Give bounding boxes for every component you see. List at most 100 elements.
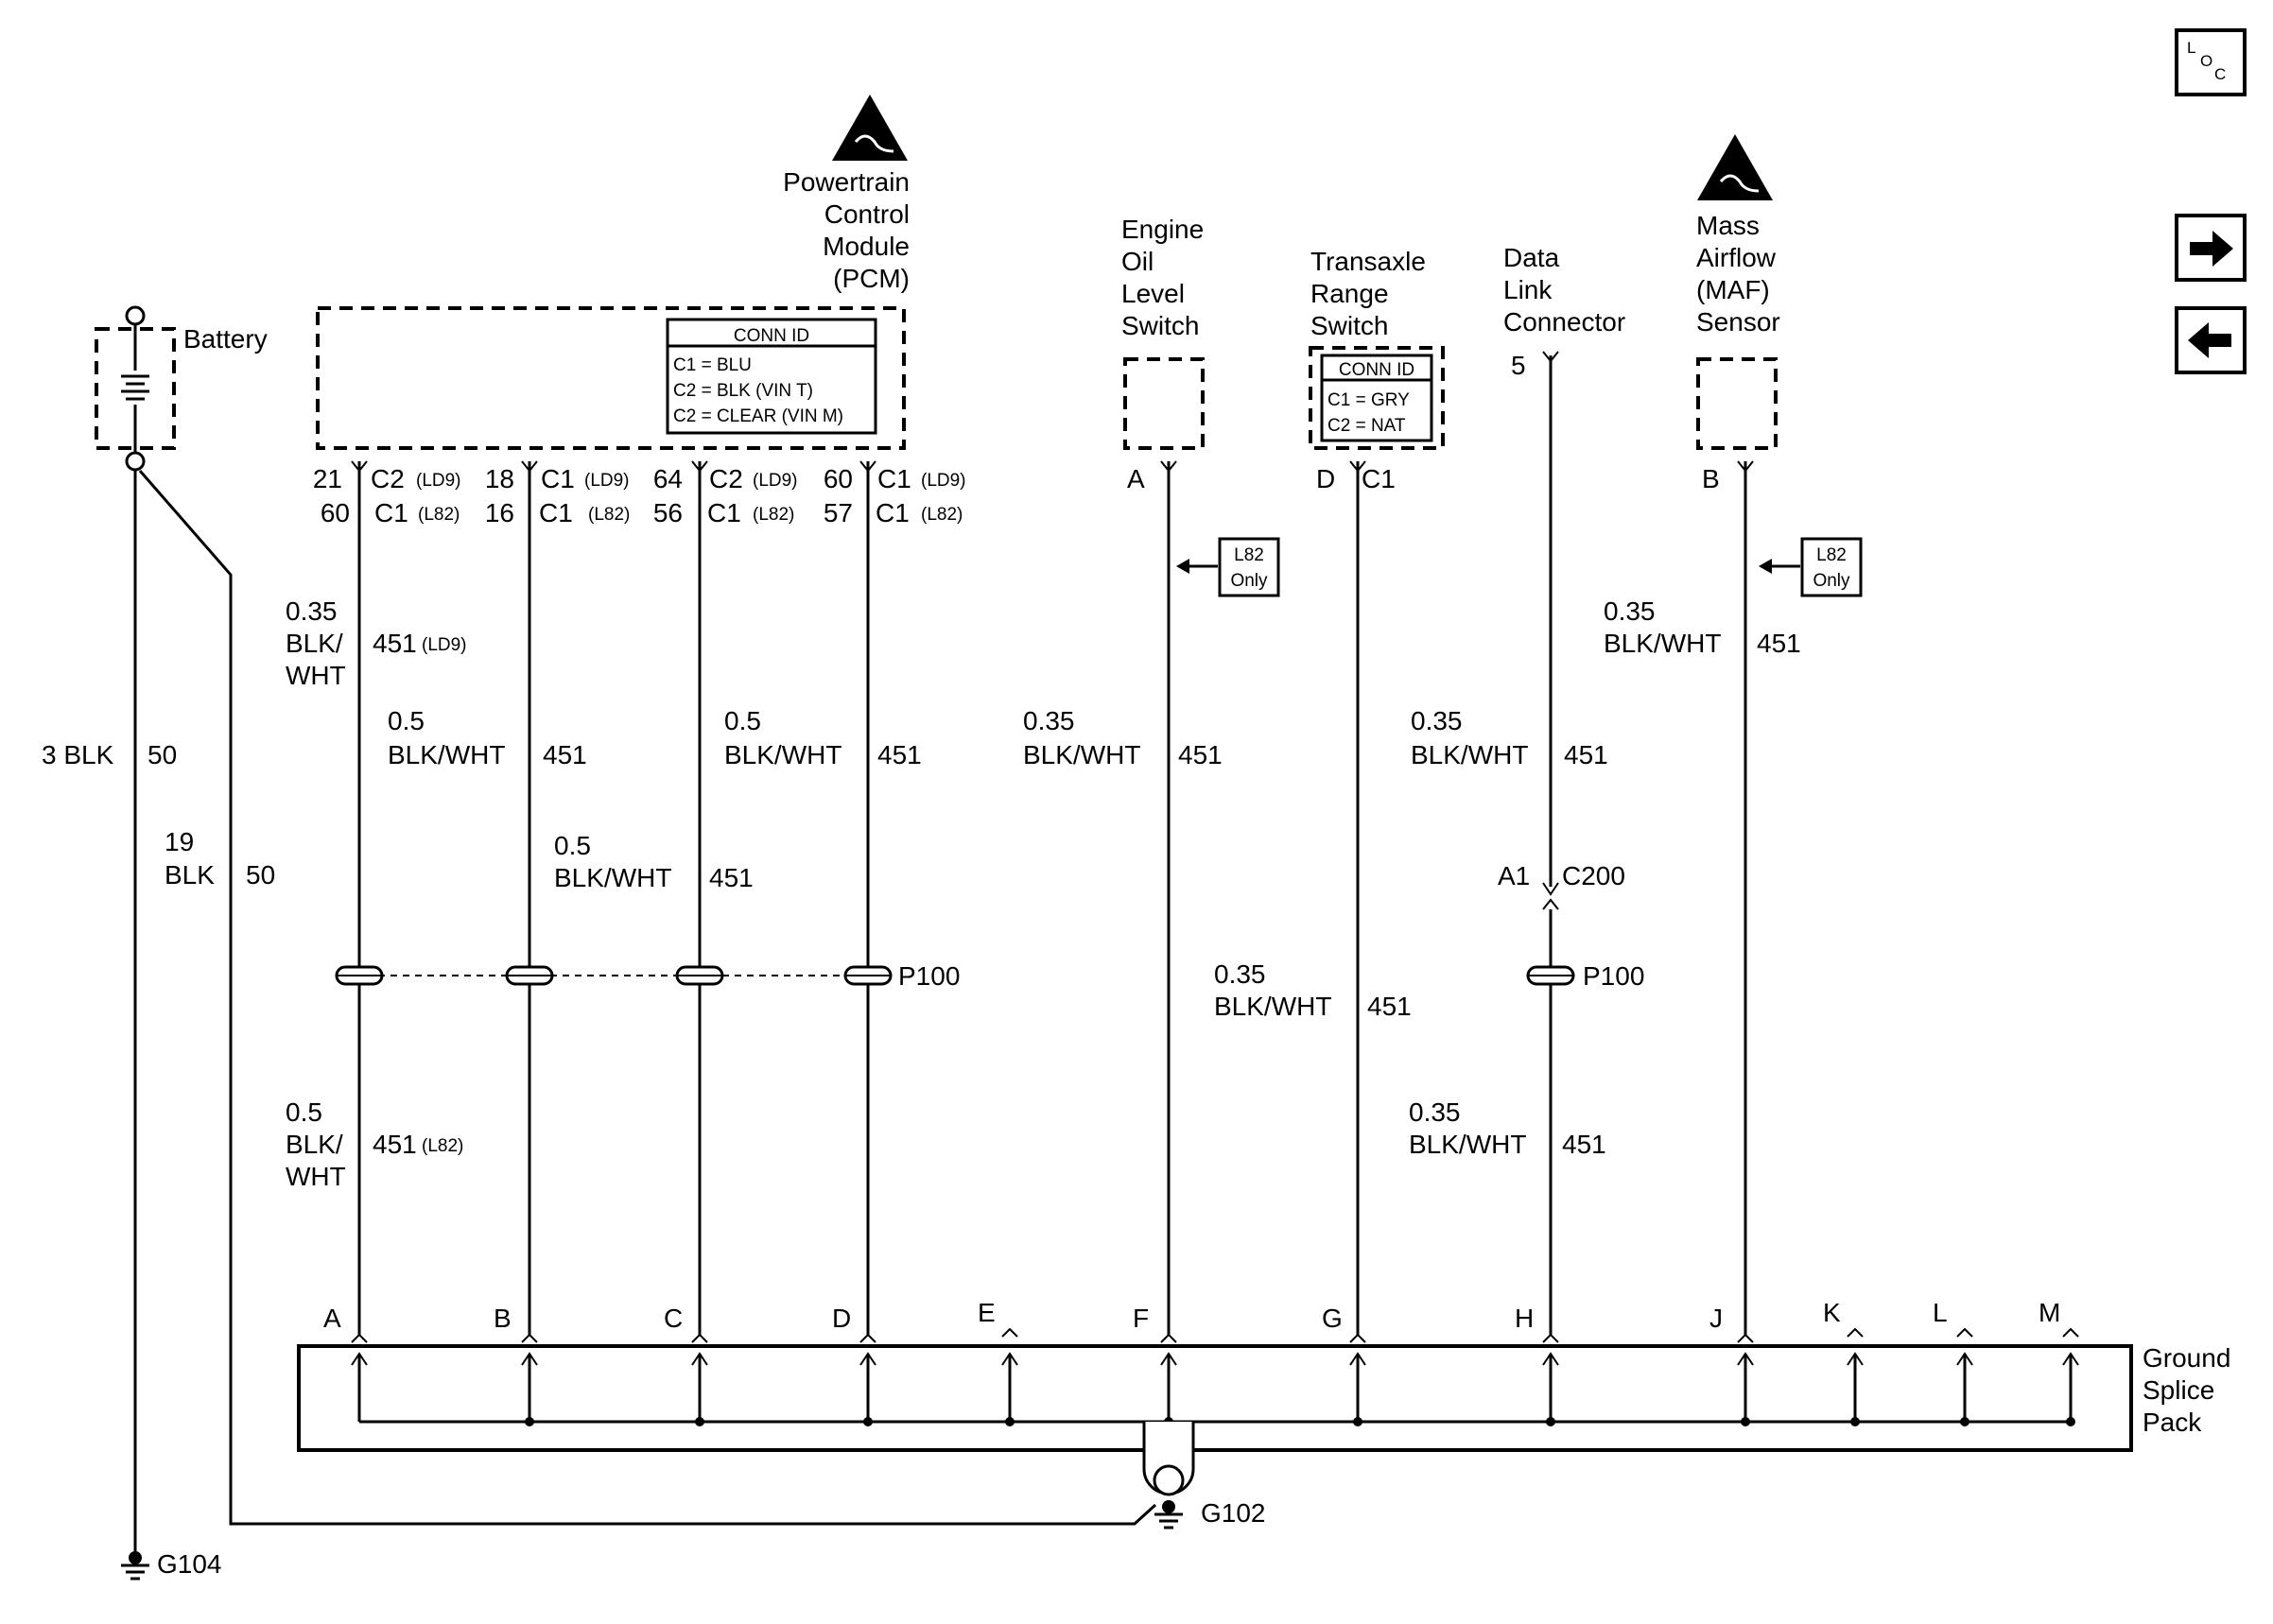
svg-text:64: 64 [653,464,683,493]
maf-sensor-title: Mass Airflow (MAF) Sensor [1696,211,1780,337]
svg-text:L82: L82 [1234,545,1264,565]
svg-text:Powertrain: Powertrain [783,167,910,197]
svg-text:451: 451 [373,1130,417,1159]
svg-text:(LD9): (LD9) [422,635,467,655]
pcm-box [316,306,906,450]
svg-text:C1: C1 [541,464,575,493]
svg-text:Only: Only [1813,571,1850,591]
svg-text:0.5: 0.5 [388,706,425,735]
splice-pin-arrow [2062,1352,2079,1366]
svg-text:57: 57 [824,498,853,527]
svg-text:0.5: 0.5 [724,706,761,735]
svg-text:BLK/WHT: BLK/WHT [1409,1130,1526,1159]
svg-text:451: 451 [543,740,587,769]
svg-text:5: 5 [1511,351,1526,380]
pcm-pin-a: 21 C2 (LD9) 60 C1 (L82) [313,464,461,527]
splice-pin-marker [859,1333,876,1343]
engine-oil-pin: A [1127,464,1145,493]
svg-text:Connector: Connector [1503,307,1625,337]
splice-pin-marker [521,1333,538,1343]
svg-text:C1: C1 [877,464,911,493]
svg-text:Pack: Pack [2143,1408,2202,1437]
svg-text:C1 = GRY: C1 = GRY [1327,390,1410,410]
svg-text:BLK/: BLK/ [286,629,343,658]
pcm-pin-c: 64 C2 (LD9) 56 C1 (L82) [653,464,798,527]
svg-text:451: 451 [1562,1130,1606,1159]
svg-text:Transaxle: Transaxle [1310,247,1426,276]
svg-text:(LD9): (LD9) [921,471,966,491]
transaxle-conn-id-table: CONN ID C1 = GRY C2 = NAT [1320,354,1433,442]
svg-text:18: 18 [485,464,514,493]
splice-pin-j: J [1709,1304,1723,1333]
svg-text:0.35: 0.35 [1214,959,1266,989]
wire-label-d: 0.5 BLK/WHT 451 [724,706,922,769]
svg-text:C1: C1 [1362,464,1396,493]
svg-text:451: 451 [709,863,754,892]
svg-text:O: O [2200,52,2212,70]
loc-button[interactable]: L O C [2175,28,2247,96]
splice-pin-k: K [1823,1298,1841,1327]
inline-connector-p100-dlc: P100 [1526,961,1644,991]
splice-pin-c: C [664,1304,683,1333]
svg-text:60: 60 [321,498,350,527]
splice-pin-arrow [859,1352,876,1366]
svg-text:CONN ID: CONN ID [734,326,809,346]
splice-pin-arrow [1160,1352,1177,1366]
svg-text:451: 451 [877,740,922,769]
dlc-title: Data Link Connector [1503,243,1625,337]
svg-text:451: 451 [1178,740,1223,769]
svg-text:(L82): (L82) [588,505,630,525]
svg-text:B: B [1702,464,1720,493]
splice-pin-arrow [1737,1352,1754,1366]
svg-text:(L82): (L82) [422,1136,463,1156]
svg-text:16: 16 [485,498,514,527]
wire-label-h-lower: 0.35 BLK/WHT 451 [1409,1097,1606,1159]
arrow-right-icon [2190,231,2233,267]
splice-pin-marker [2062,1327,2079,1338]
splice-pin-arrow [521,1352,538,1366]
svg-text:(L82): (L82) [921,505,963,525]
splice-pin-d: D [832,1304,851,1333]
splice-pin-arrow [1349,1352,1366,1366]
svg-text:(LD9): (LD9) [416,471,461,491]
ground-splice-pack-label: Ground Splice Pack [2143,1343,2230,1437]
svg-text:D: D [1316,464,1335,493]
pcm-pin-b: 18 C1 (LD9) 16 C1 (L82) [485,464,631,527]
splice-pin-g: G [1322,1304,1343,1333]
next-page-button[interactable] [2175,214,2247,282]
svg-text:C1: C1 [707,498,741,527]
svg-text:C1: C1 [539,498,573,527]
svg-text:C2 = NAT: C2 = NAT [1327,416,1406,436]
svg-text:BLK: BLK [165,860,215,890]
svg-text:451: 451 [373,629,417,658]
svg-text:(PCM): (PCM) [833,264,910,293]
l82-only-badge: L82 Only [1759,537,1863,597]
wire-label-a-upper: 0.35 BLK/ WHT 451 (LD9) [286,596,467,690]
svg-text:60: 60 [824,464,853,493]
wire-label-f: 0.35 BLK/WHT 451 [1023,706,1223,769]
ground-g104: G104 [157,1549,222,1579]
svg-text:C2: C2 [709,464,743,493]
wire-label-g-lower: 0.35 BLK/WHT 451 [1214,959,1412,1021]
svg-text:BLK/: BLK/ [286,1130,343,1159]
splice-pin-m: M [2039,1298,2060,1327]
svg-text:(L82): (L82) [753,505,794,525]
svg-text:C2 = CLEAR (VIN M): C2 = CLEAR (VIN M) [673,406,843,426]
svg-text:Oil: Oil [1121,247,1154,276]
splice-pin-arrow [1542,1352,1559,1366]
splice-pin-marker [1160,1333,1177,1343]
splice-pin-marker [1001,1327,1018,1338]
pcm-title: Powertrain Control Module (PCM) [783,167,910,293]
svg-text:C1: C1 [876,498,910,527]
svg-text:BLK/WHT: BLK/WHT [1023,740,1140,769]
svg-text:C1: C1 [374,498,408,527]
svg-text:451: 451 [1564,740,1608,769]
previous-page-button[interactable] [2175,306,2247,374]
svg-text:(L82): (L82) [418,505,460,525]
svg-text:0.5: 0.5 [554,831,591,860]
splice-pin-b: B [494,1304,512,1333]
svg-text:Switch: Switch [1310,311,1388,340]
battery [95,305,176,472]
svg-text:0.35: 0.35 [1023,706,1075,735]
splice-pin-marker [1847,1327,1864,1338]
